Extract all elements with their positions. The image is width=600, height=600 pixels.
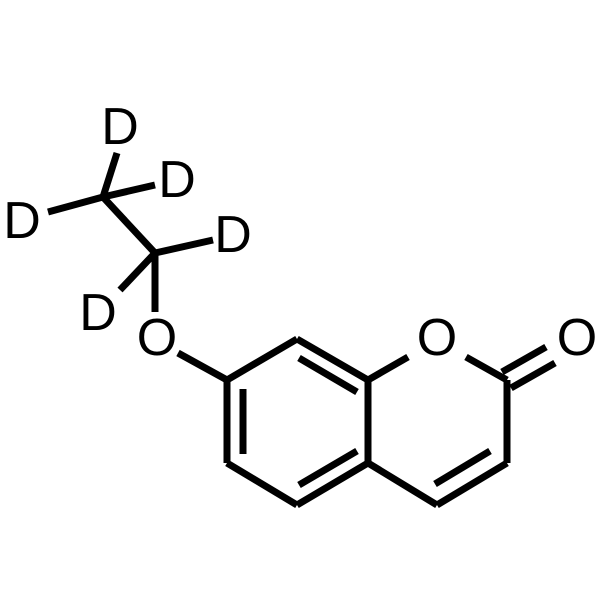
bond-c8a-o-ring (366, 353, 410, 384)
atom-o-ring: O (417, 309, 457, 367)
bond-o-ring-c2 (464, 353, 509, 384)
atom-d-bottom: D (79, 284, 117, 342)
bond-c1-d-top (99, 151, 121, 199)
bond-c2-o-carbonyl-second (509, 359, 557, 392)
bond-c8a-c8-inner (297, 354, 359, 396)
atom-o-carbonyl: O (557, 309, 597, 367)
bond-c5-c4a (295, 459, 370, 509)
atom-labels: D D D D D O O O (3, 98, 597, 367)
bond-c5-c4a-inner (297, 447, 359, 489)
bond-c3-c4 (435, 459, 509, 509)
bond-c6-c5 (225, 459, 299, 509)
bond-c1-d-left (47, 193, 104, 216)
bond-c3-c4-inner (433, 447, 492, 488)
bond-c8a-c8 (295, 335, 370, 384)
bond-c2-d-bottom (117, 250, 158, 293)
bond-c2-o-carbonyl (500, 343, 548, 376)
bonds (47, 151, 557, 509)
atom-d-left: D (3, 192, 41, 250)
atom-d-right-lower: D (214, 206, 252, 264)
bond-o-ether-c7 (176, 349, 229, 384)
atom-d-right-upper: D (158, 151, 196, 209)
bond-c4-c4a (366, 460, 439, 508)
atom-o-ether: O (137, 309, 177, 367)
bond-c2-d-right-lower (154, 236, 214, 257)
atom-d-top: D (101, 98, 139, 156)
bond-c1-d-right-upper (102, 181, 156, 201)
bond-c8-c7 (225, 335, 299, 384)
bond-c1-c2 (100, 194, 158, 256)
